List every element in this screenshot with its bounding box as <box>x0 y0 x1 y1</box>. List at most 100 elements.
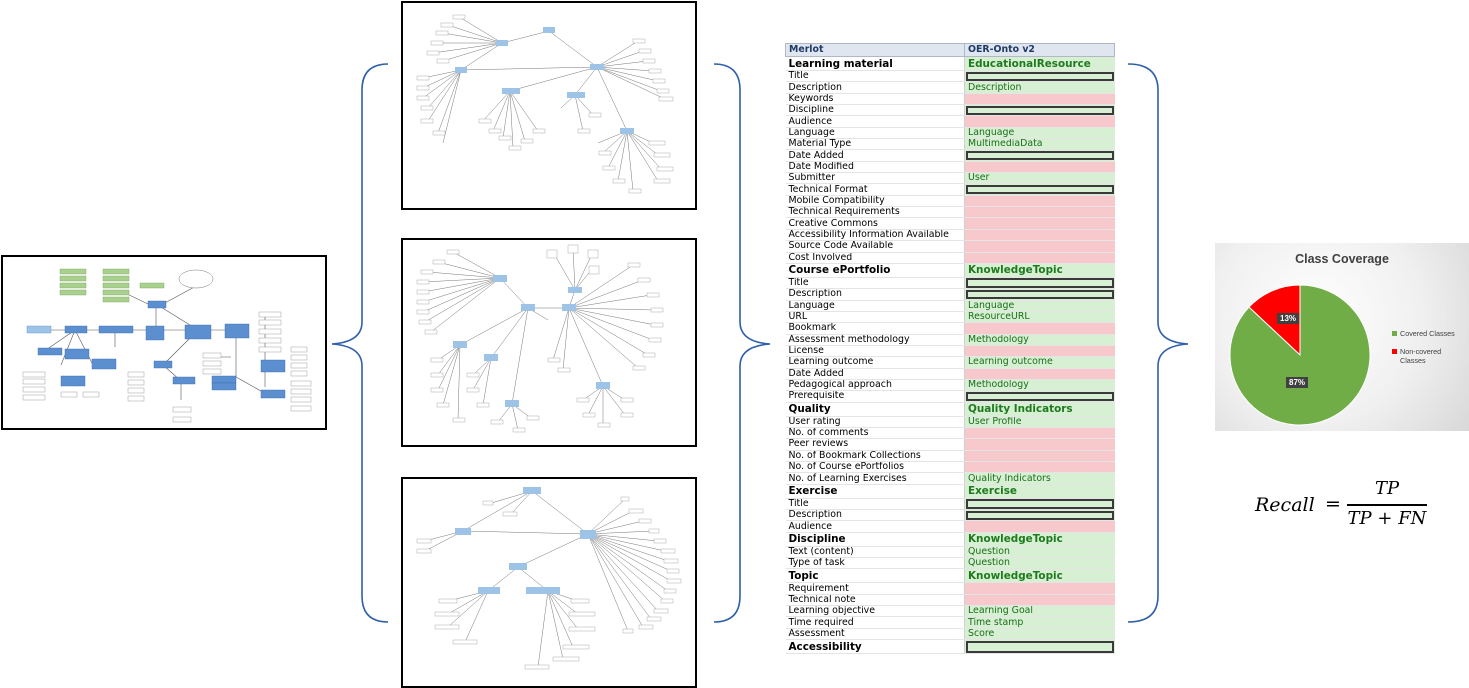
table-row: Peer reviews <box>785 438 1115 451</box>
merlot-field: Bookmark <box>785 322 965 335</box>
oer-onto-mapping <box>964 461 1115 474</box>
oer-onto-mapping <box>964 161 1115 174</box>
oer-onto-mapping: KnowledgeTopic <box>964 263 1115 278</box>
table-row: No. of Bookmark Collections <box>785 450 1115 463</box>
table-row: Creative Commons <box>785 217 1115 230</box>
header-merlot: Merlot <box>785 43 965 57</box>
pie-slice-covered <box>1229 284 1371 426</box>
merlot-field: Description <box>785 509 965 522</box>
merlot-field: Mobile Compatibility <box>785 195 965 208</box>
merlot-field: Discipline <box>785 532 965 547</box>
oer-onto-mapping <box>964 509 1115 522</box>
ontology-overview-diagram <box>1 255 327 430</box>
merlot-field: No. of Course ePortfolios <box>785 461 965 474</box>
table-row: Technical Requirements <box>785 206 1115 219</box>
oer-onto-mapping: Language <box>964 300 1115 312</box>
merlot-field: Creative Commons <box>785 217 965 230</box>
oer-onto-mapping <box>964 438 1115 451</box>
ontology-diagram-middle <box>401 238 697 447</box>
merlot-field: Technical note <box>785 594 965 607</box>
oer-onto-mapping: MultimediaData <box>964 138 1115 151</box>
oer-onto-mapping: Learning outcome <box>964 356 1115 369</box>
oer-onto-mapping <box>964 252 1115 264</box>
table-row: Requirement <box>785 582 1115 595</box>
legend-swatch-covered <box>1392 331 1397 336</box>
oer-onto-mapping <box>964 345 1115 358</box>
merlot-field: No. of Learning Exercises <box>785 472 965 485</box>
oer-onto-mapping: Learning Goal <box>964 605 1115 618</box>
formula-denominator: TP + FN <box>1347 508 1427 529</box>
legend-label-covered: Covered Classes <box>1400 329 1455 338</box>
oer-onto-mapping: Methodology <box>964 334 1115 346</box>
oer-onto-mapping: Description <box>964 81 1115 94</box>
merlot-field: Pedagogical approach <box>785 379 965 392</box>
oer-onto-mapping: Language <box>964 127 1115 140</box>
oer-onto-mapping: User Profile <box>964 416 1115 428</box>
merlot-field: Time required <box>785 616 965 629</box>
oer-onto-mapping <box>964 183 1115 196</box>
chart-title: Class Coverage <box>1295 252 1389 266</box>
ontology-diagram-bottom <box>401 477 697 688</box>
oer-onto-mapping: EducationalResource <box>964 56 1115 71</box>
merlot-field: Topic <box>785 568 965 584</box>
oer-onto-mapping <box>964 70 1115 83</box>
recall-formula: Recall = TP TP + FN <box>1255 478 1445 538</box>
merlot-field: Title <box>785 70 965 83</box>
merlot-field: Title <box>785 277 965 290</box>
merlot-field: Learning outcome <box>785 356 965 369</box>
table-row: Description <box>785 288 1115 301</box>
oer-onto-mapping: Quality Indicators <box>964 472 1115 485</box>
merlot-field: Exercise <box>785 484 965 499</box>
merlot-field: Accessibility <box>785 639 965 655</box>
table-row: No. of comments <box>785 427 1115 440</box>
merlot-field: Assessment methodology <box>785 334 965 346</box>
formula-lhs: Recall <box>1255 494 1315 516</box>
oer-onto-mapping <box>964 582 1115 595</box>
oer-onto-mapping: Methodology <box>964 379 1115 392</box>
table-row: Discipline <box>785 104 1115 117</box>
merlot-field: Text (content) <box>785 546 965 559</box>
table-row: Title <box>785 70 1115 83</box>
merlot-field: Keywords <box>785 93 965 106</box>
slice-label-covered: 87% <box>1286 377 1309 388</box>
merlot-field: Language <box>785 127 965 140</box>
formula-equals: = <box>1325 493 1341 515</box>
oer-onto-mapping <box>964 368 1115 380</box>
merlot-field: Quality <box>785 402 965 417</box>
oer-onto-mapping <box>964 288 1115 301</box>
oer-onto-mapping <box>964 195 1115 208</box>
formula-numerator: TP <box>1374 478 1400 499</box>
table-row: Cost Involved <box>785 252 1115 264</box>
table-row: Date Added <box>785 368 1115 380</box>
merlot-field: Source Code Available <box>785 240 965 253</box>
legend-label-non-covered: Non-covered Classes <box>1400 347 1442 365</box>
table-row: Accessibility Information Available <box>785 229 1115 242</box>
merlot-field: Cost Involved <box>785 252 965 264</box>
table-row: Technical note <box>785 594 1115 607</box>
oer-onto-mapping <box>964 206 1115 219</box>
merlot-field: Type of task <box>785 557 965 570</box>
oer-onto-mapping <box>964 115 1115 128</box>
ontology-diagram-top <box>401 1 697 210</box>
oer-onto-mapping <box>964 149 1115 162</box>
oer-onto-mapping <box>964 498 1115 511</box>
oer-onto-mapping: User <box>964 172 1115 185</box>
class-coverage-chart: Class Coverage 13% 87% Covered Classes N… <box>1215 243 1469 431</box>
table-row: Prerequisite <box>785 390 1115 403</box>
table-row: Description <box>785 509 1115 522</box>
merlot-field: Description <box>785 81 965 94</box>
